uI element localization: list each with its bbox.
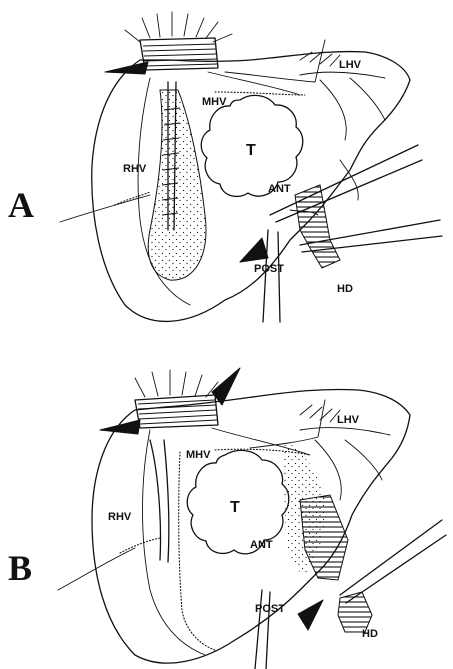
ant-label-a: ANT xyxy=(268,183,291,195)
mhv-label-b: MHV xyxy=(186,449,211,461)
ant-label-b: ANT xyxy=(250,539,273,551)
retractor-b xyxy=(255,520,446,669)
rhv-label-b: RHV xyxy=(108,511,132,523)
panel-a-letter: A xyxy=(8,185,34,225)
tumor-label-b: T xyxy=(230,499,240,516)
panel-b: B xyxy=(8,368,446,669)
arrowhead-post-b xyxy=(298,600,323,630)
retractor-a xyxy=(263,145,442,322)
lhv-label-b: LHV xyxy=(337,414,360,426)
arrowhead-ivc-b xyxy=(100,420,140,434)
arrowhead-post-a xyxy=(240,238,268,262)
tumor-label-a: T xyxy=(246,142,256,159)
hd-label-a: HD xyxy=(337,283,353,295)
post-label-b: POST xyxy=(255,603,285,615)
mhv-tape-b xyxy=(250,400,325,448)
panel-a: A xyxy=(8,12,442,322)
rhv-label-a: RHV xyxy=(123,163,147,175)
liver-lobe-line-b xyxy=(143,430,206,655)
panel-b-letter: B xyxy=(8,548,32,588)
ivc-b xyxy=(135,370,218,428)
transection-line-b xyxy=(179,452,215,650)
hd-label-b: HD xyxy=(362,628,378,640)
lhv-label-a: LHV xyxy=(339,59,362,71)
post-label-a: POST xyxy=(254,263,284,275)
liver-outline-a xyxy=(92,52,410,322)
hd-stump-b xyxy=(338,592,372,632)
arrowhead-ivc-a xyxy=(105,62,148,74)
rhv-region-a xyxy=(148,90,206,280)
traction-tape-a xyxy=(60,195,150,222)
traction-tape-b xyxy=(58,548,135,590)
mhv-label-a: MHV xyxy=(202,96,227,108)
rhv-vessel-b xyxy=(150,440,161,560)
